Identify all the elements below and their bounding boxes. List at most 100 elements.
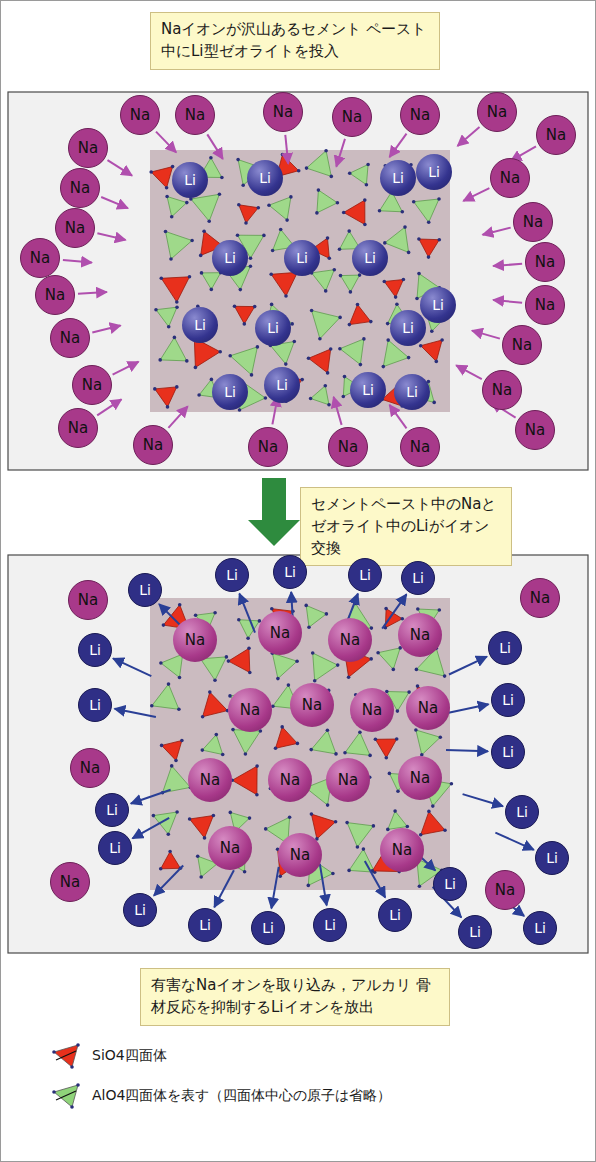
oxygen-dot bbox=[270, 303, 274, 307]
oxygen-dot bbox=[175, 385, 179, 389]
oxygen-dot bbox=[249, 264, 253, 268]
ion-label: Li bbox=[516, 805, 528, 819]
ion-label: Na bbox=[280, 773, 300, 788]
ion-label: Na bbox=[302, 698, 322, 713]
oxygen-dot bbox=[175, 810, 179, 814]
alo4-tetrahedron bbox=[269, 197, 291, 220]
alo4-tetrahedron bbox=[166, 232, 193, 260]
lithium-ion: Li bbox=[488, 631, 522, 665]
oxygen-dot bbox=[318, 337, 322, 341]
oxygen-dot bbox=[288, 815, 292, 819]
ion-label: Na bbox=[338, 440, 358, 455]
oxygen-dot bbox=[274, 747, 278, 751]
sodium-ion: Na bbox=[55, 208, 95, 248]
oxygen-dot bbox=[218, 350, 222, 354]
ion-label: Na bbox=[30, 251, 50, 266]
oxygen-dot bbox=[333, 268, 337, 272]
oxygen-dot bbox=[438, 238, 442, 242]
oxygen-dot bbox=[244, 221, 248, 225]
oxygen-dot bbox=[290, 322, 294, 326]
oxygen-dot bbox=[208, 690, 212, 694]
ion-label: Li bbox=[392, 171, 404, 185]
oxygen-dot bbox=[246, 636, 250, 640]
oxygen-dot bbox=[287, 683, 291, 687]
inflow-arrow bbox=[92, 326, 120, 333]
ion-label: Li bbox=[226, 568, 238, 582]
ion-label: Li bbox=[134, 903, 146, 917]
oxygen-dot bbox=[255, 793, 259, 797]
paste-panel bbox=[8, 92, 588, 470]
lithium-ion: Li bbox=[188, 908, 222, 942]
sodium-ion: Na bbox=[50, 862, 90, 902]
oxygen-dot bbox=[243, 870, 247, 874]
sodium-ion: Na bbox=[536, 115, 576, 155]
inflow-arrow bbox=[108, 160, 133, 175]
sodium-ion: Na bbox=[120, 95, 160, 135]
oxygen-dot bbox=[415, 297, 419, 301]
alo4-tetrahedron bbox=[340, 339, 364, 365]
oxygen-dot bbox=[237, 203, 241, 207]
outflow-arrow bbox=[271, 867, 278, 908]
sodium-ion: Na bbox=[35, 275, 75, 315]
sodium-ion: Na bbox=[258, 611, 302, 655]
sodium-ion: Na bbox=[326, 758, 370, 802]
sio4-tetrahedron bbox=[311, 814, 335, 839]
ion-label: Na bbox=[410, 628, 430, 643]
oxygen-dot bbox=[197, 393, 201, 397]
alo4-tetrahedron bbox=[317, 190, 338, 213]
oxygen-dot bbox=[296, 742, 300, 746]
oxygen-dot bbox=[227, 659, 231, 663]
ion-label: Li bbox=[224, 251, 236, 265]
inflow-arrow bbox=[456, 365, 482, 379]
inflow-arrow bbox=[101, 197, 128, 208]
inflow-arrow bbox=[97, 233, 125, 240]
sodium-ion: Na bbox=[380, 828, 424, 872]
lithium-ion: Li bbox=[394, 374, 430, 410]
oxygen-dot bbox=[165, 195, 169, 199]
oxygen-dot bbox=[362, 847, 366, 851]
lithium-ion: Li bbox=[284, 240, 320, 276]
ion-label: Li bbox=[389, 908, 401, 922]
sodium-ion: Na bbox=[525, 285, 565, 325]
oxygen-dot bbox=[250, 373, 254, 377]
oxygen-dot bbox=[212, 814, 216, 818]
sio4-tetrahedron bbox=[239, 205, 258, 223]
oxygen-dot bbox=[396, 789, 400, 793]
oxygen-dot bbox=[188, 817, 192, 821]
oxygen-dot bbox=[199, 875, 203, 879]
oxygen-dot bbox=[221, 753, 225, 757]
sio4-tetrahedron bbox=[161, 852, 181, 869]
oxygen-dot bbox=[218, 193, 222, 197]
ion-label: Li bbox=[444, 877, 456, 891]
oxygen-dot bbox=[349, 290, 353, 294]
oxygen-dot bbox=[326, 371, 330, 375]
ion-label: Li bbox=[194, 318, 206, 332]
lithium-ion: Li bbox=[401, 561, 435, 595]
oxygen-dot bbox=[238, 408, 242, 412]
lithium-ion: Li bbox=[420, 287, 456, 323]
oxygen-dot bbox=[201, 715, 205, 719]
outflow-arrow bbox=[365, 861, 385, 898]
lithium-ion: Li bbox=[172, 162, 208, 198]
oxygen-dot bbox=[280, 725, 284, 729]
alo4-tetrahedron bbox=[201, 657, 227, 680]
outflow-arrow bbox=[115, 709, 156, 717]
sodium-ion: Na bbox=[525, 242, 565, 282]
sodium-ion: Na bbox=[398, 613, 442, 657]
ion-label: Na bbox=[338, 773, 358, 788]
sodium-ion: Na bbox=[70, 748, 110, 788]
oxygen-dot bbox=[236, 158, 240, 162]
legend-item: AlO4四面体を表す（四面体中心の原子は省略） bbox=[50, 1082, 391, 1110]
oxygen-dot bbox=[284, 362, 288, 366]
alo4-tetrahedron bbox=[345, 732, 370, 755]
oxygen-dot bbox=[210, 378, 214, 382]
oxygen-dot bbox=[188, 275, 192, 279]
oxygen-dot bbox=[152, 814, 156, 818]
legend-swatch bbox=[50, 1042, 84, 1070]
oxygen-dot bbox=[168, 850, 172, 854]
sodium-ion: Na bbox=[290, 683, 334, 727]
ion-label: Na bbox=[362, 703, 382, 718]
oxygen-dot bbox=[215, 733, 219, 737]
oxygen-dot bbox=[365, 183, 369, 187]
oxygen-dot bbox=[270, 607, 274, 611]
